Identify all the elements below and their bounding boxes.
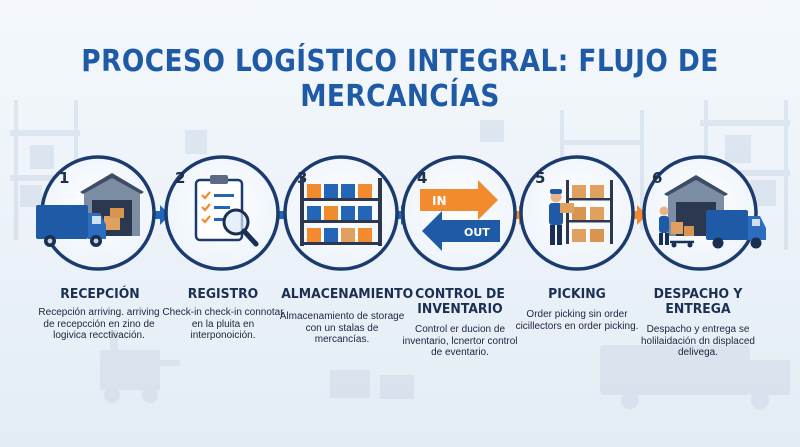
clipboard-magnifier-icon [194,175,259,247]
step-label-1: RECEPCIÓN [60,286,140,302]
step-description-3: Almacenamiento de storage con un stalas … [279,311,405,345]
step-label-2: REGISTRO [187,286,259,302]
storage-rack-icon [300,178,382,246]
step-6: 6 [642,155,766,271]
page-title: PROCESO LOGÍSTICO INTEGRAL: FLUJO DE MER… [81,44,719,114]
step-label-3: ALMACENAMIENTO [281,286,414,302]
step-number-5: 5 [535,169,545,187]
step-label-5: PICKING [548,286,606,302]
step-3: 3 [283,155,399,271]
step-number-4: 4 [417,169,427,187]
step-4: 4 IN OUT [401,155,517,271]
worker-picking-icon [549,180,613,245]
truck-warehouse-icon [36,173,144,247]
step-2: 2 [164,155,280,271]
step-description-6: Despacho y entrega se holilaidación dn d… [641,324,755,358]
dispatch-truck-icon [659,175,766,249]
step-label-6: DESPACHO Y ENTREGA [653,286,743,317]
step-description-2: Check-in check-in connotar en la pluita … [162,307,284,341]
step-number-1: 1 [59,169,69,187]
step-label-4: CONTROL DE INVENTARIO [415,286,505,317]
step-1: 1 [36,155,156,271]
in-out-arrows-icon: IN OUT [420,180,500,251]
step-description-1: Recepción arriving. arriving de recepcci… [38,307,160,341]
step-description-4: Control er ducion de inventario, lcnerto… [402,324,518,358]
step-number-6: 6 [652,169,662,187]
in-label: IN [432,194,447,208]
step-description-5: Order picking sin order cicillectors en … [515,309,639,332]
out-label: OUT [464,226,490,239]
step-5: 5 [519,155,635,271]
step-number-2: 2 [175,169,185,187]
